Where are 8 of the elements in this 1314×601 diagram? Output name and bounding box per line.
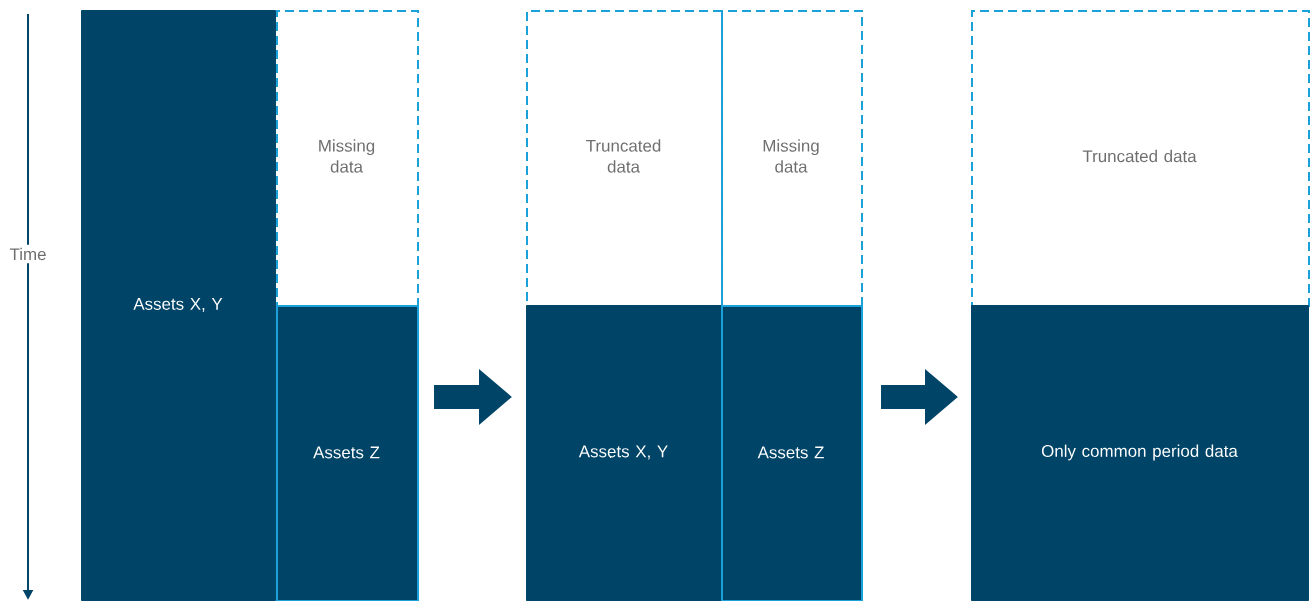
node-label: Assets X, Y	[578, 445, 668, 460]
dashed-box: Missing data	[276, 10, 419, 307]
data-block: Assets Z	[721, 305, 863, 601]
axis-label: Time	[6, 244, 50, 264]
data-block: Assets Z	[276, 305, 419, 601]
data-block: Only common period data	[971, 305, 1309, 601]
dashed-box: Missing data	[721, 10, 863, 307]
data-block: Assets X, Y	[526, 305, 722, 601]
